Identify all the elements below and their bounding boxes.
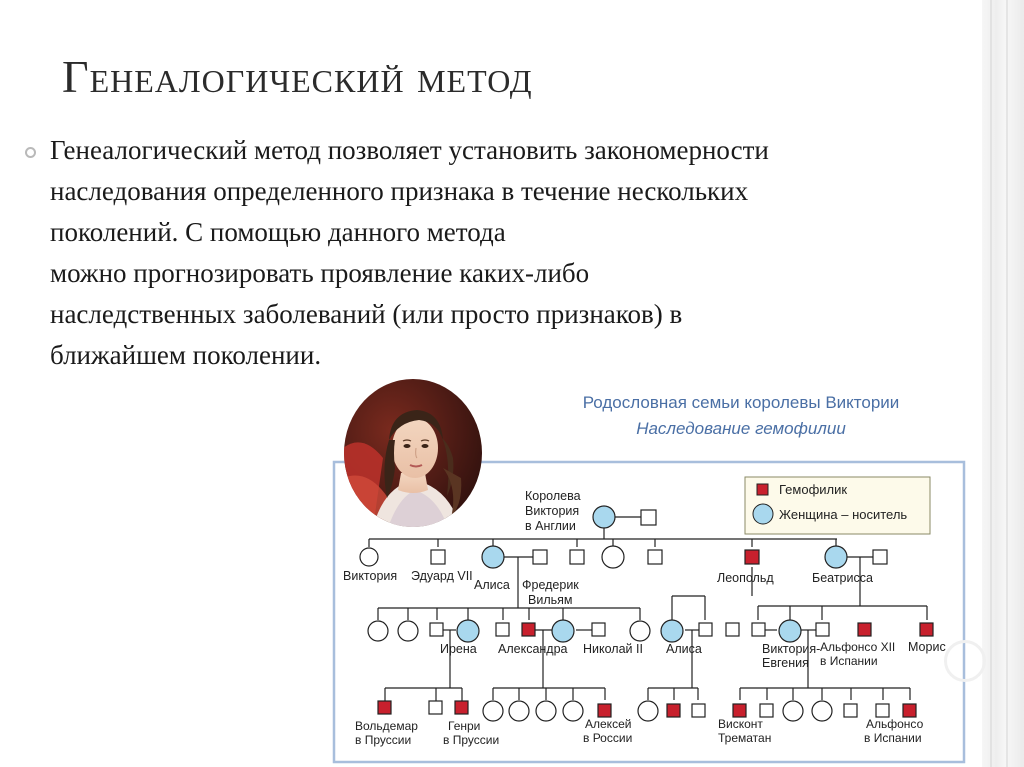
label-waldemar: Вольдемар в Пруссии [355, 719, 421, 747]
label-alice: Алиса [474, 578, 510, 592]
queen-victoria-portrait [344, 379, 482, 527]
person-queen-victoria [592, 505, 616, 529]
person-henry-prussia [454, 700, 469, 715]
legend-carrier-label: Женщина – носитель [779, 507, 907, 522]
person-gen3-affected-2 [857, 622, 872, 637]
person-alice2-husband [698, 622, 713, 637]
legend-affected-label: Гемофилик [779, 482, 847, 497]
person-alice-2 [660, 619, 684, 643]
person-gen4-4 [535, 700, 557, 722]
person-alice [481, 545, 505, 569]
bullet-icon [25, 147, 36, 158]
person-gen4-6 [637, 700, 659, 722]
person-alfonso-xii [815, 622, 830, 637]
label-beatrice: Беатрисса [812, 571, 873, 585]
person-gen2-son-2 [647, 549, 663, 565]
label-alfonso-xii: Альфонсо XII в Испании [820, 640, 899, 668]
body-line-5: наследственных заболеваний (или просто п… [50, 299, 683, 329]
person-gen2-daughter [601, 545, 625, 569]
person-alfonso [902, 703, 917, 718]
person-gen4-7 [666, 703, 681, 718]
person-victoria-eugenie [778, 619, 802, 643]
person-gen3-son [495, 622, 510, 637]
body-line-2: наследования определенного признака в те… [50, 176, 749, 206]
pedigree-subtitle: Наследование гемофилии [636, 419, 846, 438]
person-gen4-9 [759, 703, 774, 718]
person-viscount [732, 703, 747, 718]
slide-edge-decoration [982, 0, 1024, 767]
label-leopold: Леопольд [717, 571, 774, 585]
person-gen3-1 [367, 620, 389, 642]
person-nicholas-ii [591, 622, 606, 637]
decorative-circle [944, 640, 986, 682]
label-maurice: Морис [908, 640, 946, 654]
person-gen3-3 [629, 620, 651, 642]
person-edward-vii [430, 549, 446, 565]
body-line-3: поколений. С помощью данного метода [50, 217, 506, 247]
person-alexandra [551, 619, 575, 643]
person-gen4-8 [691, 703, 706, 718]
person-gen4-12 [843, 703, 858, 718]
person-leopold [744, 549, 760, 565]
label-alexandra: Александра [498, 642, 568, 656]
label-queen: Королева Виктория в Англии [525, 489, 584, 533]
label-viscount: Висконт Трематан [718, 717, 771, 745]
label-victoria-eugenie: Виктория- Евгения [762, 642, 824, 670]
label-frederick: Фредерик Вильям [522, 578, 582, 607]
person-gen2-son [569, 549, 585, 565]
person-waldemar [377, 700, 392, 715]
label-henry: Генри в Пруссии [443, 719, 499, 747]
pedigree-title: Родословная семьи королевы Виктории [583, 393, 900, 412]
person-gen3-affected [521, 622, 536, 637]
person-gen4-5 [562, 700, 584, 722]
legend-carrier-icon [752, 503, 774, 525]
person-gen3-2 [397, 620, 419, 642]
person-irene-husband [429, 622, 444, 637]
label-irene: Ирена [440, 642, 477, 656]
person-victoria [359, 547, 379, 567]
body-line-6: ближайшем поколении. [50, 340, 322, 370]
legend-affected-icon [756, 483, 769, 496]
label-alfonso: Альфонсо в Испании [864, 717, 927, 745]
slide-body: Генеалогический метод позволяет установи… [50, 130, 980, 376]
pedigree-lines [368, 516, 928, 701]
person-alexei [597, 703, 612, 718]
person-gen4-13 [875, 703, 890, 718]
person-irene [456, 619, 480, 643]
slide-title: Генеалогический метод [62, 51, 533, 102]
label-alexei: Алексей в России [583, 717, 635, 745]
person-gen3-son-3 [751, 622, 766, 637]
body-line-4: можно прогнозировать проявление каких-ли… [50, 258, 590, 288]
label-nicholas: Николай II [583, 642, 643, 656]
person-frederick [532, 549, 548, 565]
person-gen4-10 [782, 700, 804, 722]
person-henry-battenberg [872, 549, 888, 565]
person-gen4-11 [811, 700, 833, 722]
person-beatrice [824, 545, 848, 569]
label-edward: Эдуард VII [411, 569, 473, 583]
person-gen4-3 [508, 700, 530, 722]
person-maurice [919, 622, 934, 637]
label-alice-2: Алиса [666, 642, 702, 656]
body-line-1: Генеалогический метод позволяет установи… [50, 135, 769, 165]
legend-box [744, 476, 931, 535]
person-gen3-son-2 [725, 622, 740, 637]
person-gen4-2 [482, 700, 504, 722]
label-victoria: Виктория [343, 569, 397, 583]
person-albert [640, 509, 657, 526]
person-gen4-1 [428, 700, 443, 715]
